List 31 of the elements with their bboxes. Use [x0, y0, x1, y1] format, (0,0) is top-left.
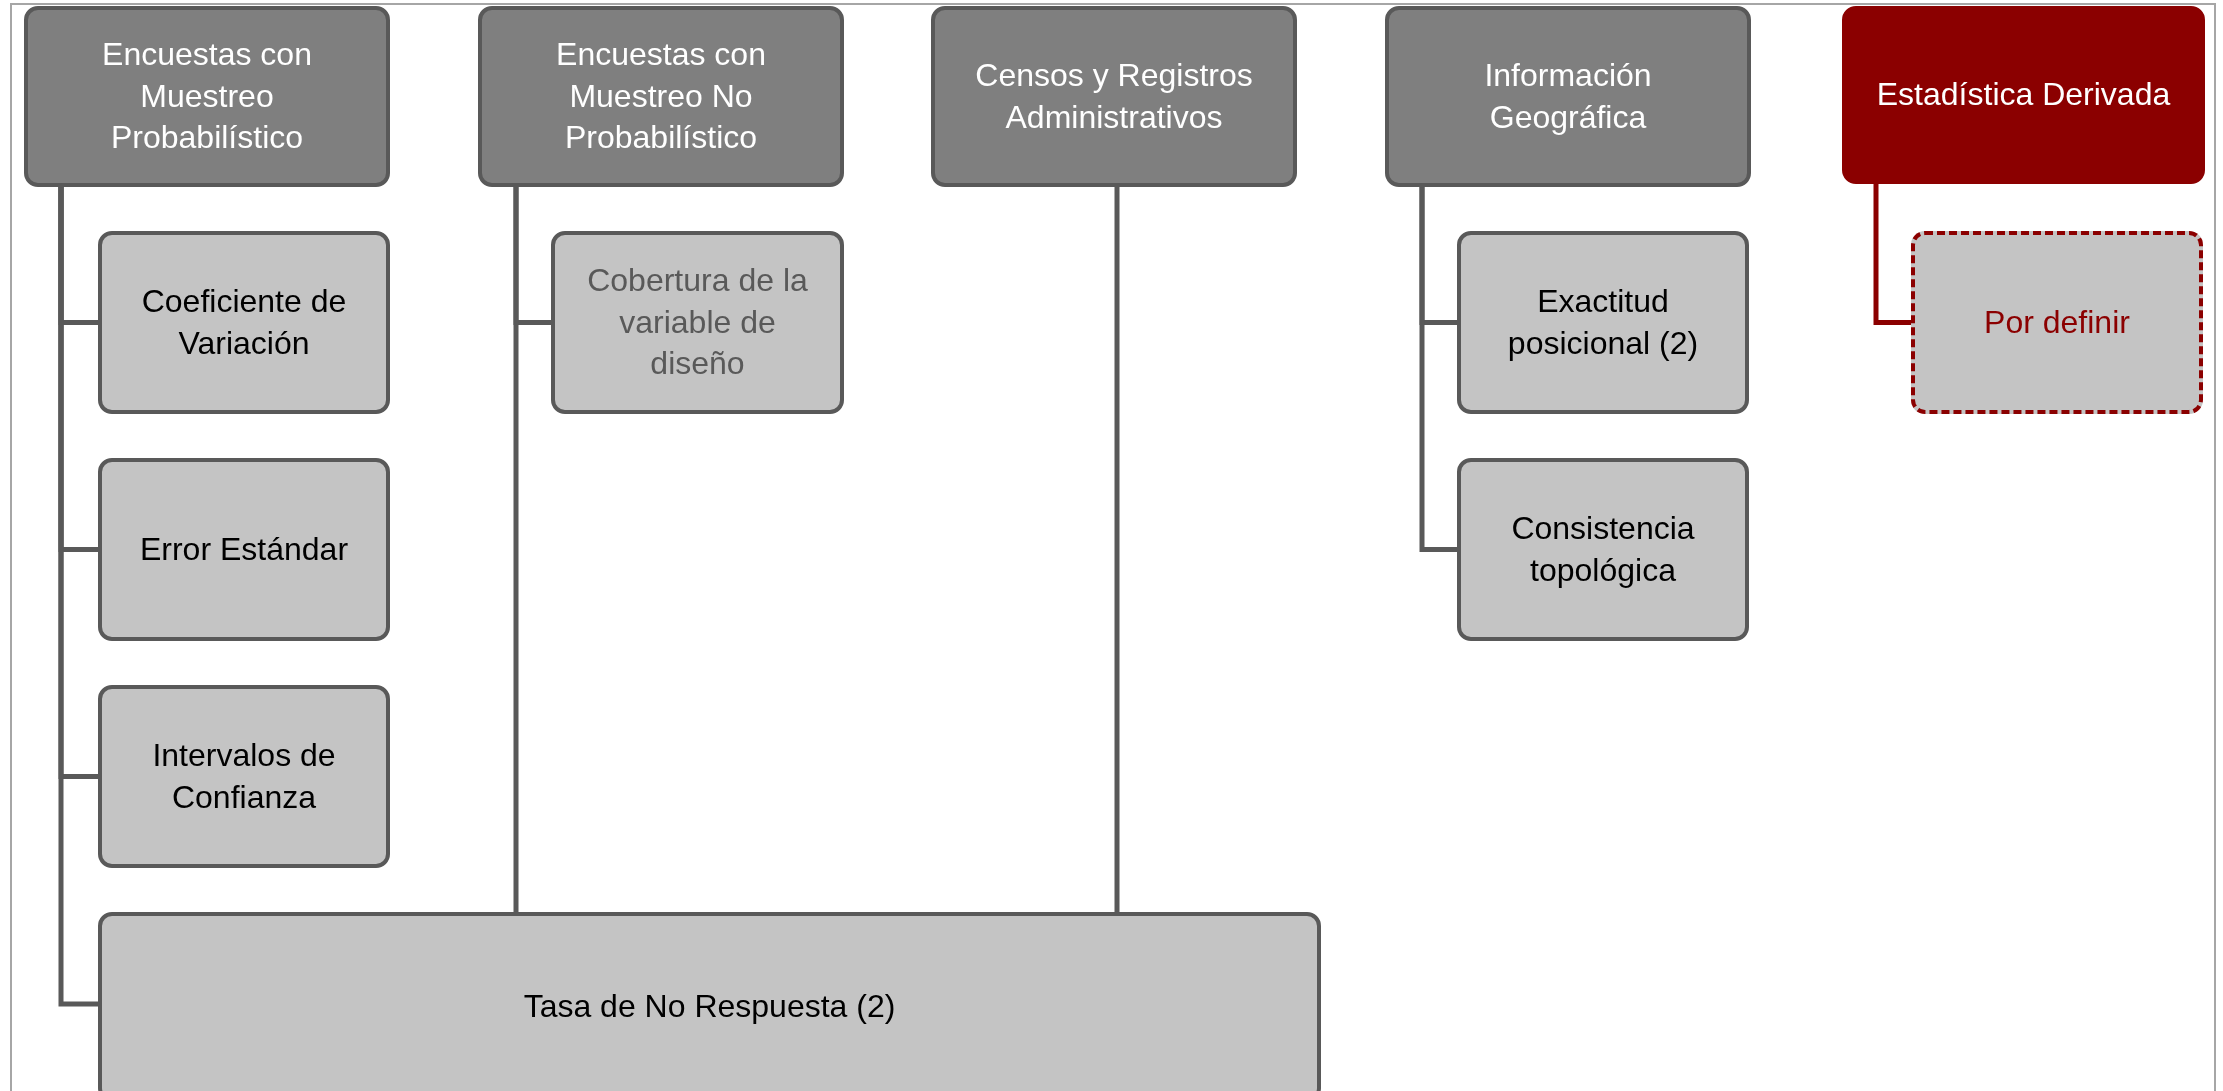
- box-label: Encuestas con Muestreo No Probabilístico: [555, 35, 767, 158]
- box-label: Encuestas con Muestreo Probabilístico: [101, 35, 313, 158]
- category-box: [931, 6, 1297, 187]
- category-box: [1842, 6, 2205, 184]
- box-label: Por definir: [1984, 302, 2130, 342]
- box-label: Información Geográfica: [1483, 55, 1653, 137]
- box-label: Censos y Registros Administrativos: [974, 55, 1254, 137]
- indicator-box: [1911, 231, 2203, 414]
- connector-line: [1419, 187, 1457, 552]
- box-label: Estadística Derivada: [1876, 75, 2171, 115]
- box-label: Coeficiente de Variación: [140, 281, 348, 363]
- box-label: Exactitud posicional (2): [1506, 281, 1700, 363]
- indicator-box: [98, 685, 390, 868]
- connector-line: [1114, 187, 1120, 912]
- box-label: Tasa de No Respuesta (2): [523, 987, 896, 1027]
- indicator-box: [98, 231, 390, 414]
- connector-line: [58, 187, 98, 1007]
- category-box: [24, 6, 390, 187]
- indicator-box: [1457, 458, 1749, 641]
- box-label: Error Estándar: [139, 529, 349, 569]
- box-label: Consistencia topológica: [1510, 508, 1696, 590]
- box-label: Cobertura de la variable de diseño: [586, 261, 809, 384]
- box-label: Intervalos de Confianza: [151, 735, 337, 817]
- indicator-box: [98, 458, 390, 641]
- indicator-box: [98, 912, 1321, 1091]
- connector-line: [513, 187, 519, 912]
- category-box: [478, 6, 844, 187]
- category-box: [1385, 6, 1751, 187]
- indicator-box: [551, 231, 844, 414]
- connector-line: [1873, 184, 1911, 325]
- indicator-box: [1457, 231, 1749, 414]
